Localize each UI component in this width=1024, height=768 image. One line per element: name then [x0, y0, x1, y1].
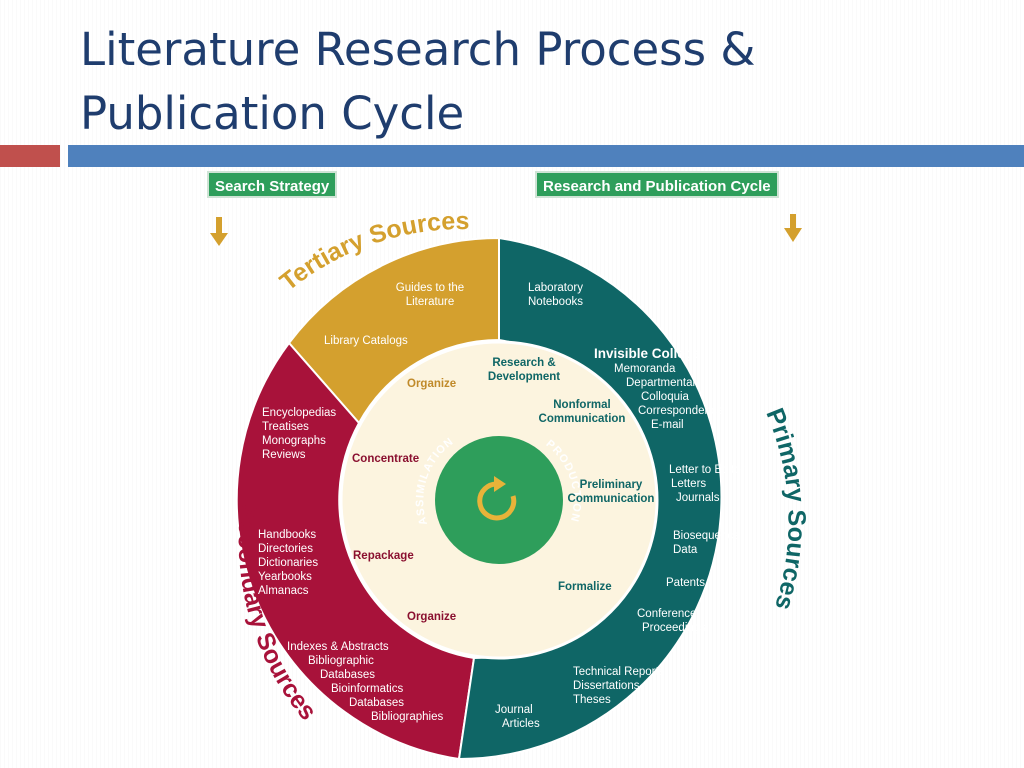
notebooks: Notebooks — [528, 296, 583, 308]
primary-sources-title: Primary Sources — [760, 404, 810, 613]
directories: Directories — [258, 543, 313, 555]
search-strategy-tag: Search Strategy — [207, 171, 338, 198]
journal: Journal — [495, 704, 533, 716]
communication-1: Communication — [539, 413, 626, 425]
guides-line-2: Literature — [406, 296, 455, 308]
journals: Journals — [676, 492, 720, 504]
articles: Articles — [502, 718, 540, 730]
center-disk — [435, 436, 563, 564]
almanacs: Almanacs — [258, 585, 309, 597]
arrow-down-left-icon — [210, 217, 228, 246]
letter-to-editor: Letter to Editor — [669, 464, 745, 476]
yearbooks: Yearbooks — [258, 571, 312, 583]
research-and: Research & — [492, 357, 555, 369]
formalize: Formalize — [558, 581, 612, 593]
correspondence: Correspondence — [638, 405, 723, 417]
accent-bar-red — [0, 145, 60, 167]
handbooks: Handbooks — [258, 529, 316, 541]
dictionaries: Dictionaries — [258, 557, 318, 569]
bibliographies: Bibliographies — [371, 711, 443, 723]
inner-process-labels: Organize Research & Development Nonforma… — [352, 357, 654, 623]
concentrate: Concentrate — [352, 453, 419, 465]
departmental: Departmental — [626, 377, 695, 389]
memoranda: Memoranda — [614, 363, 676, 375]
tertiary-items: Guides to the Literature Library Catalog… — [324, 282, 464, 347]
theses: Theses — [573, 694, 611, 706]
accent-bar-blue — [68, 145, 1024, 167]
secondary-segment — [235, 341, 476, 761]
arrow-down-right-icon — [784, 214, 802, 242]
patents: Patents — [666, 577, 705, 589]
nonformal: Nonformal — [553, 399, 611, 411]
biosequence: Biosequence — [673, 530, 740, 542]
title-line-1: Literature Research Process & — [80, 23, 756, 76]
development: Development — [488, 371, 560, 383]
title-line-2: Publication Cycle — [80, 87, 465, 140]
letters: Letters — [671, 478, 706, 490]
dissertations: Dissertations — [573, 680, 640, 692]
proceedings: Proceedings — [642, 622, 706, 634]
organize-top: Organize — [407, 378, 456, 390]
monographs: Monographs — [262, 435, 326, 447]
secondary-items: Encyclopedias Treatises Monographs Revie… — [258, 407, 443, 723]
reviews: Reviews — [262, 449, 306, 461]
indexes-abstracts: Indexes & Abstracts — [287, 641, 389, 653]
laboratory: Laboratory — [528, 282, 583, 294]
bioinformatics: Bioinformatics — [331, 683, 403, 695]
colloquia: Colloquia — [641, 391, 690, 403]
databases-2: Databases — [349, 697, 404, 709]
guides-line-1: Guides to the — [396, 282, 464, 294]
communication-2: Communication — [568, 493, 655, 505]
conference: Conference — [637, 608, 696, 620]
primary-items: Laboratory Notebooks Invisible College M… — [495, 282, 745, 730]
library-catalogs: Library Catalogs — [324, 335, 408, 347]
e-mail: E-mail — [651, 419, 684, 431]
invisible-college: Invisible College — [594, 346, 701, 361]
slide-title: Literature Research Process & Publicatio… — [80, 18, 980, 146]
encyclopedias: Encyclopedias — [262, 407, 336, 419]
preliminary: Preliminary — [580, 479, 643, 491]
databases-1: Databases — [320, 669, 375, 681]
research-cycle-tag: Research and Publication Cycle — [535, 171, 779, 198]
bibliographic: Bibliographic — [308, 655, 374, 667]
repackage: Repackage — [353, 550, 414, 562]
cycle-arrow-icon — [477, 476, 517, 521]
technical-reports: Technical Reports — [573, 666, 665, 678]
treatises: Treatises — [262, 421, 309, 433]
data: Data — [673, 544, 698, 556]
organize-bottom: Organize — [407, 611, 456, 623]
